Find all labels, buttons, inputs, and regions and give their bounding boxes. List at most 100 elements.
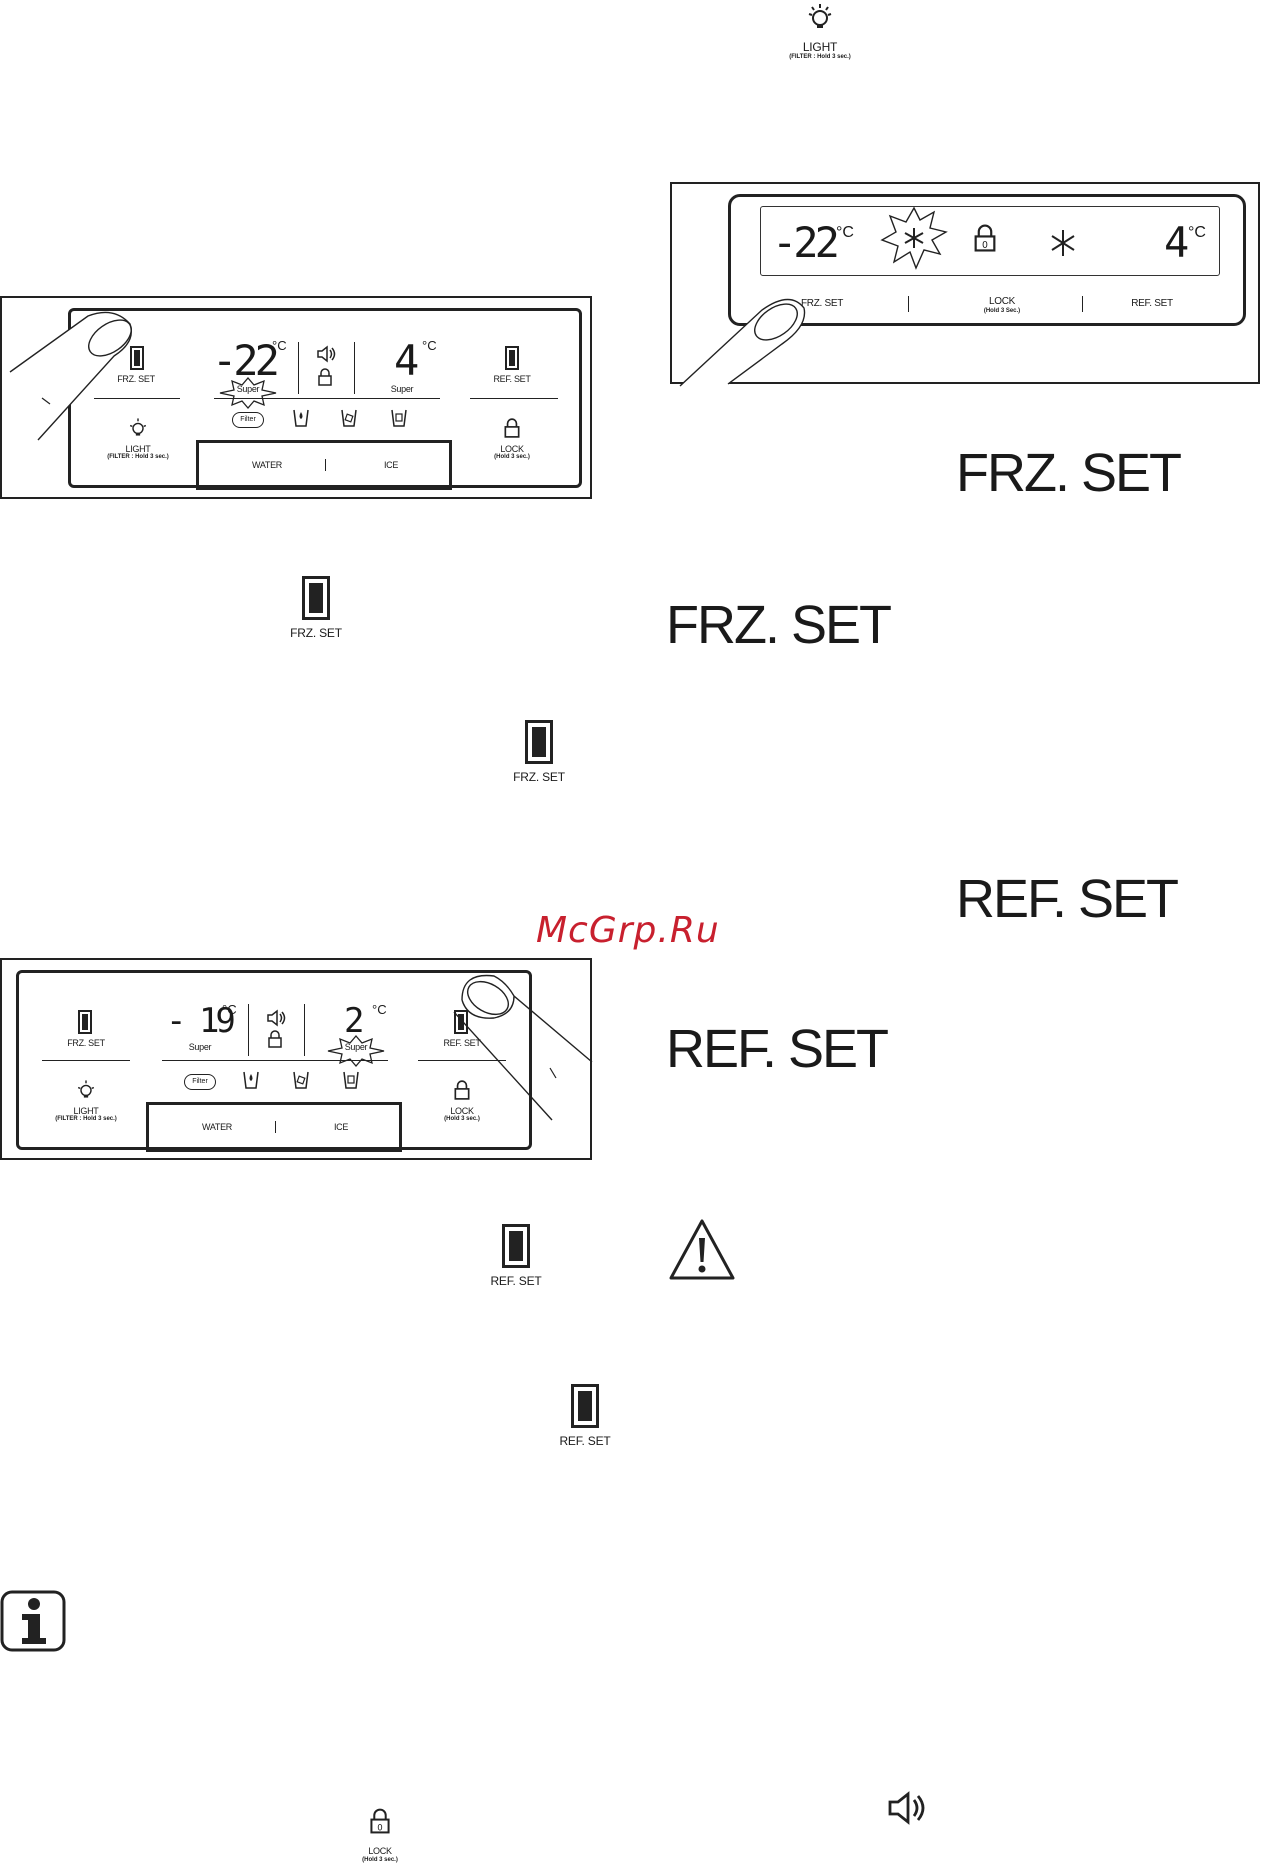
dispenser-select-box: WATER ICE	[146, 1102, 402, 1152]
filter-badge: Filter	[184, 1074, 216, 1090]
panel-b-bezel	[728, 194, 1246, 326]
lock-icon[interactable]	[454, 1080, 470, 1100]
water-button[interactable]: WATER	[202, 1122, 232, 1132]
heading-frz-set: FRZ. SET	[956, 443, 1182, 503]
separator	[470, 398, 558, 399]
dispenser-select-box: WATER ICE	[196, 440, 452, 490]
super-left-label: Super	[236, 384, 260, 394]
divider	[298, 342, 299, 394]
light-label: LIGHT	[73, 1106, 99, 1116]
lock-sublabel: (Hold 3 Sec.)	[983, 308, 1021, 314]
button-rect-icon	[571, 1384, 599, 1428]
super-left-label: Super	[188, 1042, 212, 1052]
cubed-ice-cup-icon	[293, 1071, 309, 1089]
heading-ref-set: REF. SET	[956, 869, 1179, 929]
light-sublabel: (FILTER : Hold 3 sec.)	[107, 454, 169, 460]
lock-icon: 0	[370, 1808, 390, 1834]
separator	[162, 1060, 388, 1061]
light-icon[interactable]	[128, 416, 148, 438]
fridge-unit: °C	[372, 1002, 387, 1017]
lock-sublabel: (Hold 3 sec.)	[362, 1857, 398, 1863]
super-right-label: Super	[390, 384, 414, 394]
light-sublabel: (FILTER : Hold 3 sec.)	[789, 54, 851, 60]
ref-set-label: REF. SET	[493, 374, 531, 384]
frz-set-label: FRZ. SET	[513, 770, 565, 784]
separator	[418, 1060, 506, 1061]
lock-sublabel: (Hold 3 sec.)	[494, 454, 530, 460]
crushed-ice-cup-icon	[343, 1071, 359, 1089]
fridge-temp: 4	[1164, 218, 1189, 267]
watermark: McGrp.Ru	[536, 910, 720, 951]
finger-icon	[679, 298, 806, 387]
frz-set-label[interactable]: FRZ. SET	[800, 298, 844, 309]
frz-set-button[interactable]: FRZ. SET	[499, 718, 579, 788]
lock-icon	[318, 368, 332, 386]
heading-frz-set: FRZ. SET	[666, 595, 892, 655]
frz-button-icon[interactable]	[130, 346, 144, 370]
separator	[94, 398, 180, 399]
button-rect-icon	[302, 576, 330, 620]
cubed-ice-cup-icon	[341, 409, 357, 427]
ref-button-icon[interactable]	[505, 346, 519, 370]
ref-set-button[interactable]: REF. SET	[545, 1382, 625, 1452]
ice-button[interactable]: ICE	[333, 1122, 349, 1132]
divider	[908, 296, 909, 312]
filter-badge: Filter	[232, 412, 264, 428]
button-rect-icon	[525, 720, 553, 764]
light-label: LIGHT	[125, 444, 151, 454]
fridge-temp: 2	[344, 1001, 365, 1041]
control-panel-b: -22 °C 0 4 °C FRZ. SET LOCK (Hold 3 Sec.…	[670, 182, 1260, 387]
finger-icon	[9, 311, 132, 441]
fridge-temp: 4	[394, 336, 419, 385]
lock-button[interactable]: 0 LOCK (Hold 3 sec.)	[340, 1808, 420, 1864]
info-icon	[0, 1590, 66, 1652]
super-burst-icon	[327, 1035, 385, 1067]
freezer-temp: - 19	[166, 1001, 236, 1041]
light-icon[interactable]	[76, 1078, 96, 1100]
ref-set-button[interactable]: REF. SET	[476, 1222, 556, 1292]
divider	[325, 459, 326, 471]
finger-icon	[453, 974, 593, 1121]
light-control[interactable]: LIGHT (FILTER : Hold 3 sec.)	[770, 0, 870, 70]
freezer-temp: -22	[212, 336, 280, 385]
control-panel-a: FRZ. SET -22 °C Super 4 °C Super REF. SE…	[0, 296, 592, 499]
separator	[214, 398, 440, 399]
super-burst-icon	[219, 377, 277, 409]
lock-label: LOCK	[368, 1846, 392, 1856]
frz-button-icon[interactable]	[78, 1010, 92, 1034]
freezer-unit: °C	[222, 1002, 237, 1017]
frz-set-label: FRZ. SET	[290, 626, 342, 640]
svg-text:0: 0	[377, 1823, 382, 1833]
button-rect-icon	[502, 1224, 530, 1268]
lcd-display	[760, 206, 1220, 276]
fridge-unit: °C	[1188, 224, 1206, 241]
speaker-icon	[888, 1791, 925, 1825]
lock-label: LOCK	[450, 1106, 474, 1116]
lock-sublabel: (Hold 3 sec.)	[444, 1116, 480, 1122]
lock-icon: 0	[974, 224, 996, 252]
water-cup-icon	[243, 1071, 259, 1089]
heading-ref-set: REF. SET	[666, 1019, 889, 1079]
water-button[interactable]: WATER	[252, 460, 282, 470]
separator	[42, 1060, 130, 1061]
ref-set-label: REF. SET	[490, 1274, 542, 1288]
divider	[248, 1004, 249, 1056]
divider	[354, 342, 355, 394]
divider	[1082, 296, 1083, 312]
ref-set-label: REF. SET	[443, 1038, 481, 1048]
warning-icon	[669, 1219, 735, 1280]
freezer-temp: -22	[772, 218, 840, 267]
ice-button[interactable]: ICE	[383, 460, 399, 470]
panel-c-bezel	[16, 970, 532, 1150]
lock-label: LOCK	[500, 444, 524, 454]
lock-icon[interactable]	[504, 418, 520, 438]
lock-label[interactable]: LOCK	[988, 296, 1016, 307]
freezer-unit: °C	[272, 338, 287, 353]
speaker-icon	[267, 1009, 286, 1027]
light-sublabel: (FILTER : Hold 3 sec.)	[55, 1116, 117, 1122]
lock-icon	[268, 1030, 282, 1048]
ref-set-label[interactable]: REF. SET	[1131, 298, 1173, 309]
super-freeze-burst-icon	[880, 206, 948, 270]
frz-set-button[interactable]: FRZ. SET	[276, 574, 356, 644]
light-label: LIGHT	[802, 40, 838, 54]
